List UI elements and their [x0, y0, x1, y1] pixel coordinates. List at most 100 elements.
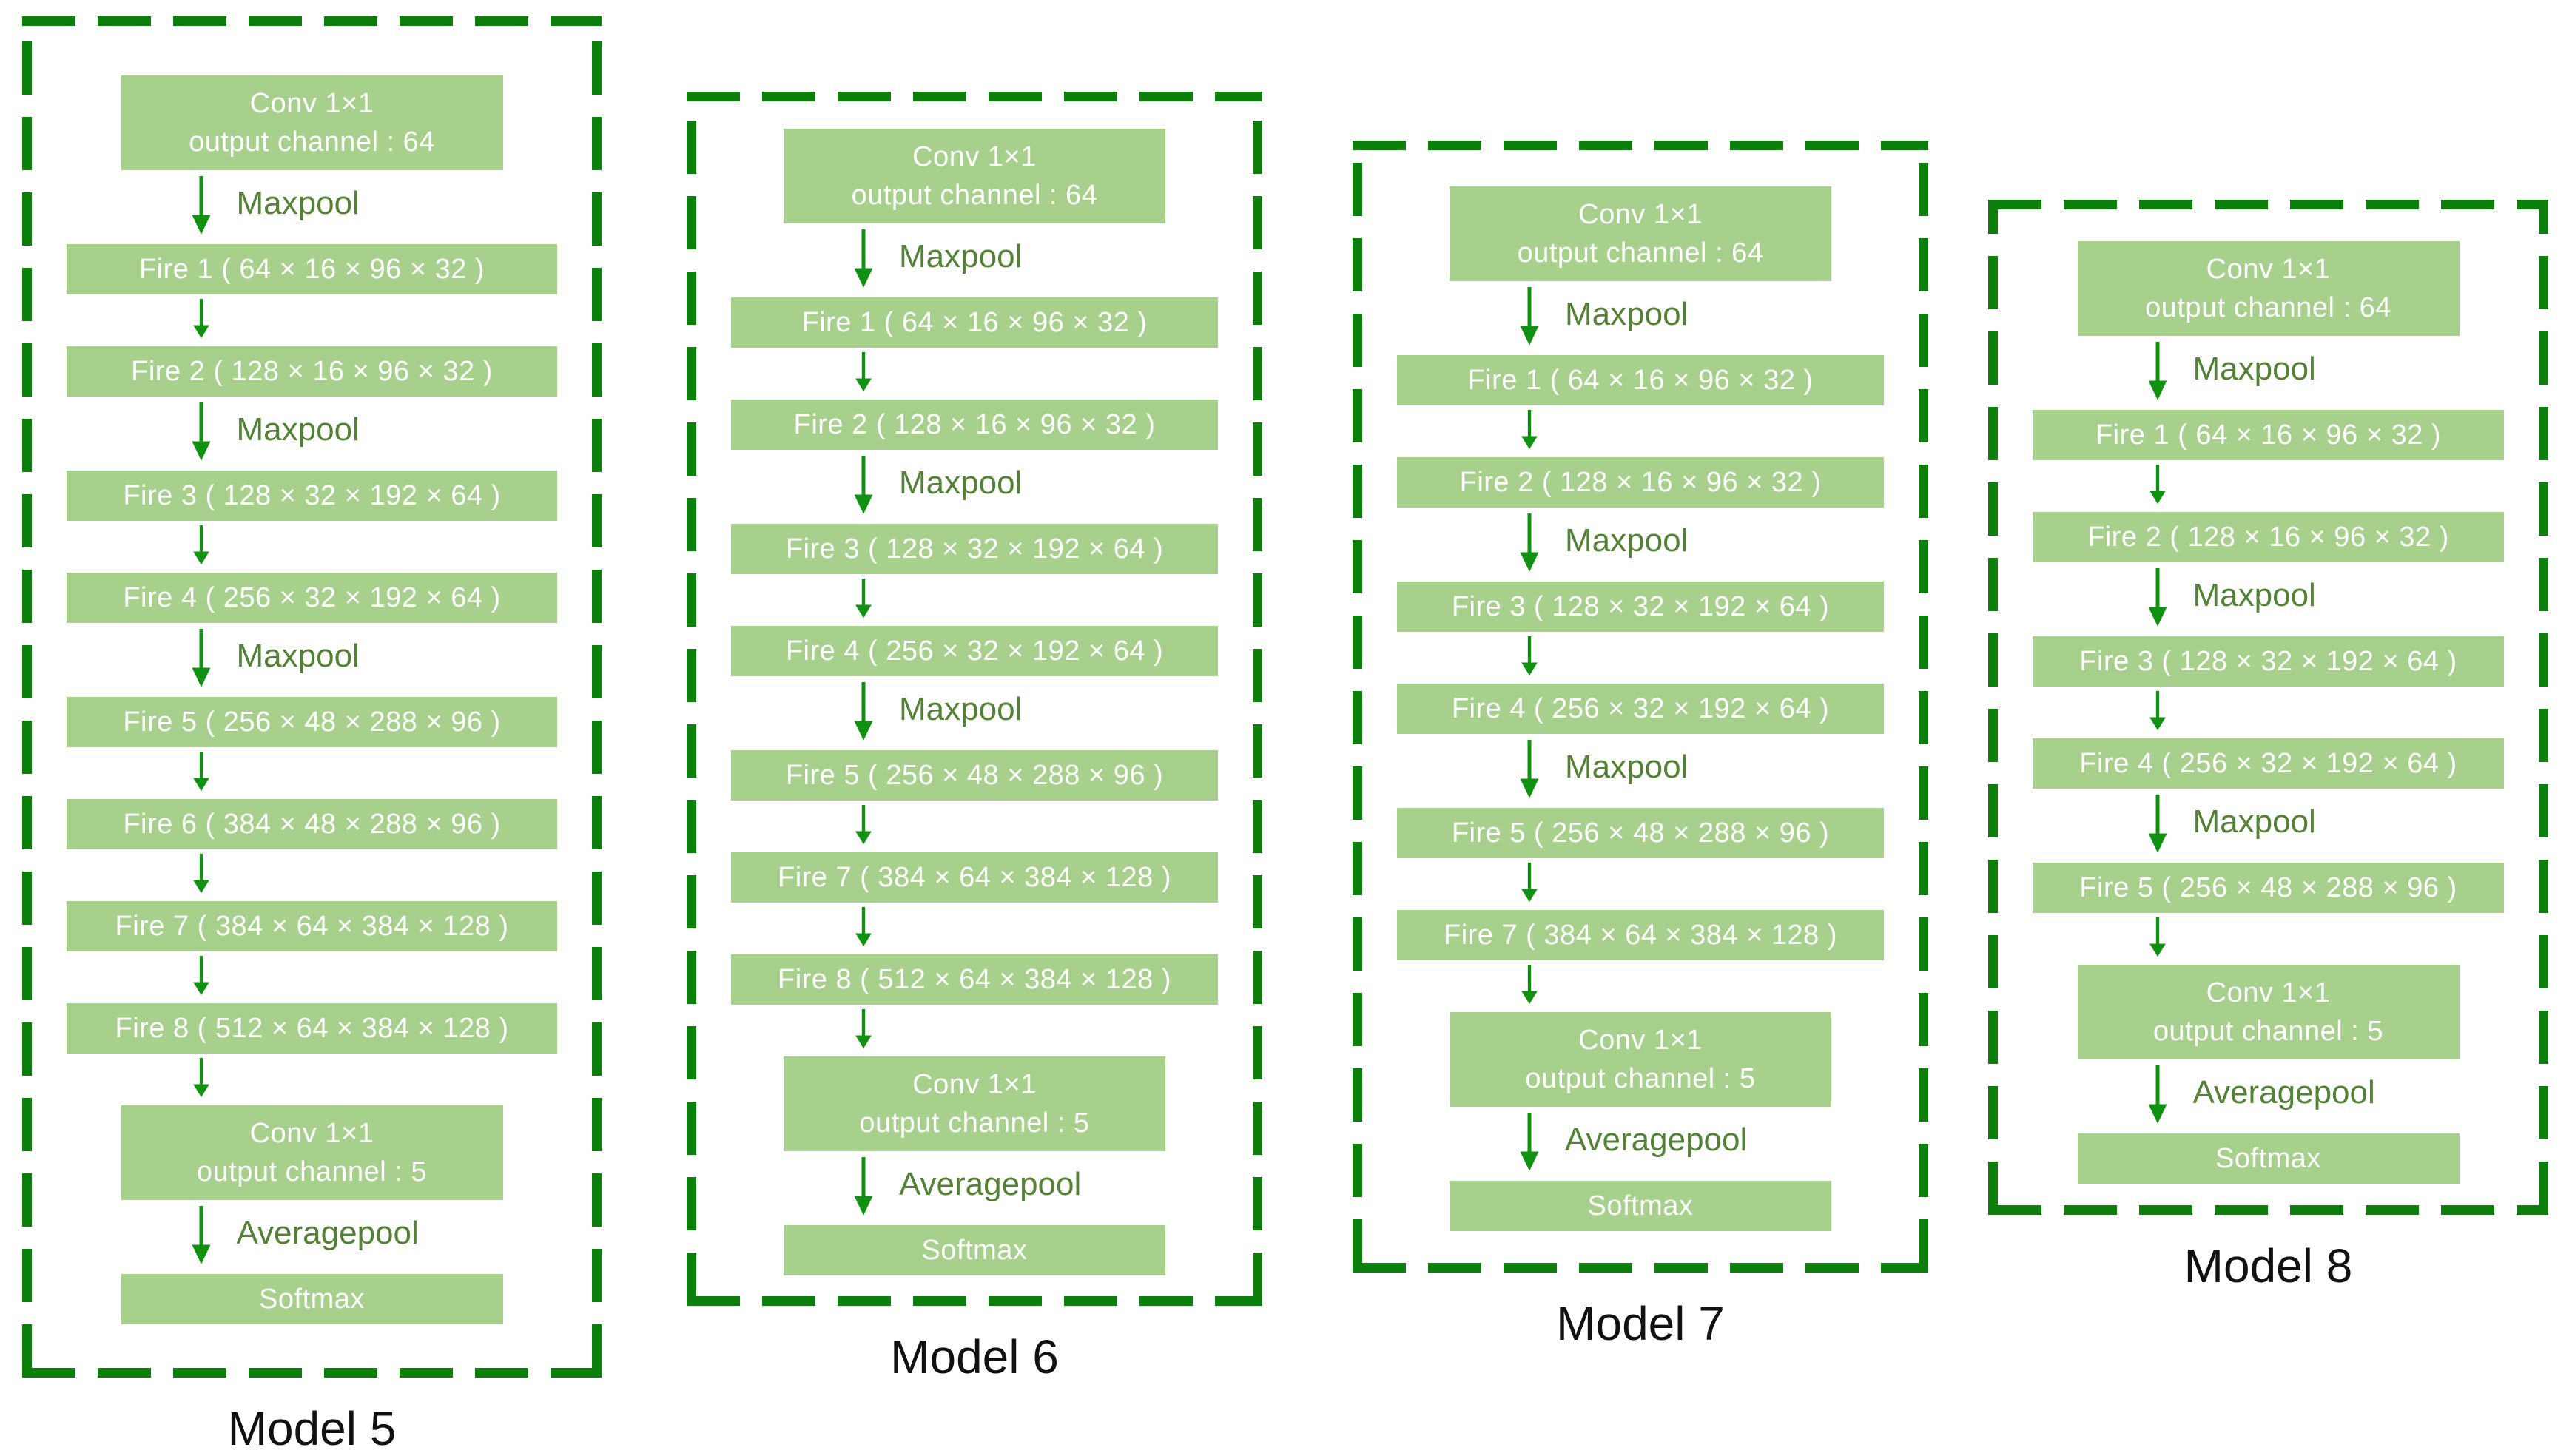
averagepool-label: Averagepool — [2192, 1074, 2375, 1110]
down-arrow-icon — [2149, 465, 2166, 505]
softmax-box: Softmax — [1450, 1181, 1831, 1231]
down-arrow-icon — [2148, 568, 2167, 627]
down-arrow-icon — [192, 1058, 209, 1098]
arrow-row: Maxpool — [1988, 562, 2548, 636]
fire-box: Fire 7 ( 384 × 64 × 384 × 128 ) — [731, 852, 1218, 903]
arrow-row: Averagepool — [22, 1200, 602, 1274]
maxpool-label: Maxpool — [899, 465, 1023, 501]
maxpool-label: Maxpool — [2192, 351, 2316, 387]
fire-box: Fire 2 ( 128 × 16 × 96 × 32 ) — [67, 346, 557, 397]
maxpool-label: Maxpool — [899, 691, 1023, 727]
conv-box-line2: output channel : 5 — [859, 1108, 1090, 1139]
arrow-row: Maxpool — [1353, 734, 1928, 808]
arrow-row — [1988, 460, 2548, 512]
down-arrow-icon — [192, 956, 209, 996]
arrow-row — [22, 747, 602, 799]
arrow-row: Maxpool — [22, 170, 602, 244]
conv-box-line1: Conv 1×1 — [912, 141, 1037, 172]
arrow-row: Maxpool — [687, 450, 1262, 524]
fire-box: Fire 2 ( 128 × 16 × 96 × 32 ) — [731, 400, 1218, 450]
down-arrow-icon — [2148, 795, 2167, 853]
fire-box: Fire 6 ( 384 × 48 × 288 × 96 ) — [67, 799, 557, 849]
fire-box: Fire 3 ( 128 × 32 × 192 × 64 ) — [1397, 582, 1884, 632]
arrow-row — [1988, 913, 2548, 965]
arrow-row — [687, 801, 1262, 852]
arrow-row — [1988, 687, 2548, 738]
arrow-row: Maxpool — [1353, 508, 1928, 582]
maxpool-label: Maxpool — [236, 411, 360, 448]
fire-box: Fire 7 ( 384 × 64 × 384 × 128 ) — [1397, 910, 1884, 960]
arrow-row — [22, 521, 602, 573]
arrow-row — [1353, 632, 1928, 684]
fire-box: Fire 3 ( 128 × 32 × 192 × 64 ) — [731, 524, 1218, 574]
arrow-row: Averagepool — [687, 1151, 1262, 1225]
fire-box: Fire 8 ( 512 × 64 × 384 × 128 ) — [731, 954, 1218, 1005]
down-arrow-icon — [2149, 917, 2166, 957]
down-arrow-icon — [192, 402, 210, 461]
down-arrow-icon — [1521, 636, 1538, 676]
softmax-box: Softmax — [121, 1274, 503, 1324]
maxpool-label: Maxpool — [1565, 522, 1689, 559]
conv-box-line1: Conv 1×1 — [249, 1118, 374, 1149]
fire-box: Fire 4 ( 256 × 32 × 192 × 64 ) — [1397, 684, 1884, 734]
fire-box: Fire 3 ( 128 × 32 × 192 × 64 ) — [2033, 636, 2504, 687]
arrow-row: Maxpool — [22, 397, 602, 471]
down-arrow-icon — [854, 229, 873, 288]
fire-box: Fire 5 ( 256 × 48 × 288 × 96 ) — [67, 697, 557, 747]
fire-box: Fire 4 ( 256 × 32 × 192 × 64 ) — [2033, 738, 2504, 789]
arrow-row: Maxpool — [22, 623, 602, 697]
down-arrow-icon — [1520, 1113, 1539, 1171]
down-arrow-icon — [855, 352, 872, 392]
model-6-caption: Model 6 — [890, 1330, 1059, 1383]
arrow-row — [687, 903, 1262, 954]
arrow-row — [687, 348, 1262, 400]
fire-box: Fire 4 ( 256 × 32 × 192 × 64 ) — [731, 626, 1218, 676]
fire-box: Fire 1 ( 64 × 16 × 96 × 32 ) — [731, 297, 1218, 348]
model-5-caption: Model 5 — [227, 1402, 397, 1455]
down-arrow-icon — [1520, 513, 1539, 572]
down-arrow-icon — [2149, 691, 2166, 731]
down-arrow-icon — [2148, 342, 2167, 400]
maxpool-label: Maxpool — [2192, 577, 2316, 613]
averagepool-label: Averagepool — [236, 1215, 419, 1251]
model-8-caption: Model 8 — [2184, 1239, 2353, 1292]
arrow-row — [687, 574, 1262, 626]
arrow-row — [22, 294, 602, 346]
fire-box: Fire 2 ( 128 × 16 × 96 × 32 ) — [2033, 512, 2504, 562]
down-arrow-icon — [1521, 863, 1538, 903]
down-arrow-icon — [192, 299, 209, 339]
maxpool-label: Maxpool — [1565, 749, 1689, 785]
down-arrow-icon — [854, 682, 873, 741]
conv-box-line2: output channel : 64 — [189, 127, 435, 158]
conv-box-line1: Conv 1×1 — [249, 88, 374, 119]
down-arrow-icon — [192, 854, 209, 894]
conv-box: Conv 1×1 output channel : 64 — [2077, 241, 2460, 336]
arrow-row: Maxpool — [1353, 281, 1928, 355]
arrow-row — [22, 1054, 602, 1105]
down-arrow-icon — [854, 1157, 873, 1216]
fire-box: Fire 5 ( 256 × 48 × 288 × 96 ) — [1397, 808, 1884, 858]
conv-box-line1: Conv 1×1 — [2206, 254, 2331, 285]
arrow-row: Maxpool — [687, 676, 1262, 750]
down-arrow-icon — [2148, 1065, 2167, 1124]
down-arrow-icon — [1520, 287, 1539, 346]
down-arrow-icon — [192, 1206, 210, 1264]
fire-box: Fire 1 ( 64 × 16 × 96 × 32 ) — [2033, 410, 2504, 460]
fire-box: Fire 5 ( 256 × 48 × 288 × 96 ) — [731, 750, 1218, 801]
conv-box-line2: output channel : 64 — [1517, 237, 1764, 269]
down-arrow-icon — [854, 456, 873, 514]
maxpool-label: Maxpool — [236, 185, 360, 221]
conv-box-line1: Conv 1×1 — [1578, 1025, 1703, 1056]
down-arrow-icon — [855, 805, 872, 845]
arrow-row: Averagepool — [1353, 1107, 1928, 1181]
down-arrow-icon — [192, 752, 209, 792]
conv-box-line2: output channel : 64 — [2145, 292, 2391, 323]
maxpool-label: Maxpool — [1565, 296, 1689, 332]
down-arrow-icon — [192, 176, 210, 235]
